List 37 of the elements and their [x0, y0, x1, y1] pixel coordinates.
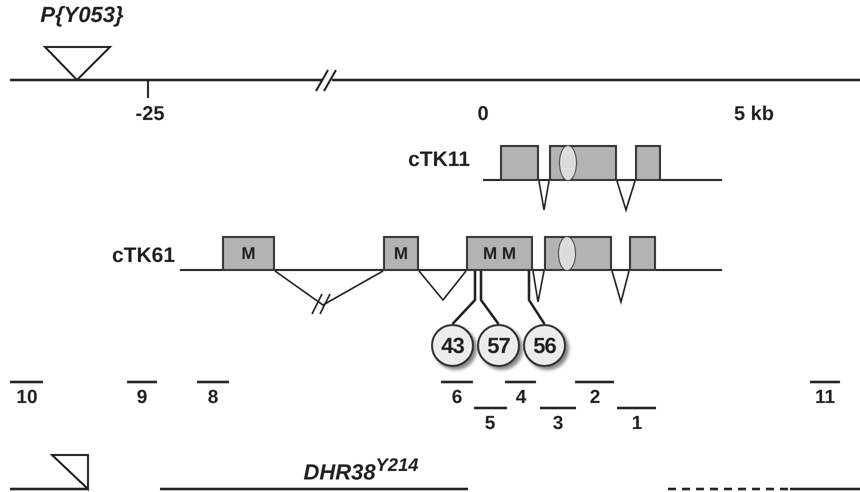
scale-label: 5 kb — [734, 104, 774, 124]
leader-line — [452, 271, 476, 325]
probe-number: 9 — [136, 388, 148, 407]
mutation-circle: 56 — [523, 324, 566, 367]
exon-box — [629, 236, 656, 271]
probe-number: 1 — [632, 414, 642, 433]
transcript-label: cTK61 — [112, 245, 175, 266]
exon-box — [549, 145, 617, 181]
intron-line — [274, 270, 384, 306]
probe-number: 3 — [552, 414, 564, 433]
exon-box — [500, 145, 539, 181]
probe-number: 8 — [208, 388, 218, 407]
mutation-circle: 43 — [431, 324, 474, 367]
intron-line — [418, 270, 467, 302]
intron-line — [611, 270, 630, 306]
allele-label: DHR38$^{Y214}$ — [304, 456, 418, 484]
intron-line — [538, 180, 550, 211]
exon-box: M — [383, 236, 419, 271]
exon-box — [635, 145, 661, 181]
exon-box: M M — [466, 236, 533, 271]
intron-line — [532, 270, 545, 303]
insertion-label: P{Y053} — [40, 4, 124, 26]
leader-line — [528, 271, 546, 325]
probe-number: 10 — [16, 388, 38, 407]
transcript-label: cTK11 — [408, 149, 470, 170]
mutation-circle: 57 — [477, 324, 520, 367]
exon-box — [544, 236, 612, 271]
intron-line — [616, 180, 636, 213]
scale-label: -25 — [136, 104, 164, 124]
probe-number: 5 — [484, 414, 496, 433]
probe-number: 11 — [814, 388, 836, 407]
exon-box: M — [222, 236, 275, 271]
leader-line — [480, 271, 500, 325]
probe-number: 6 — [452, 388, 462, 407]
probe-number: 4 — [516, 388, 526, 407]
scale-label: 0 — [477, 104, 489, 124]
probe-number: 2 — [590, 388, 600, 407]
